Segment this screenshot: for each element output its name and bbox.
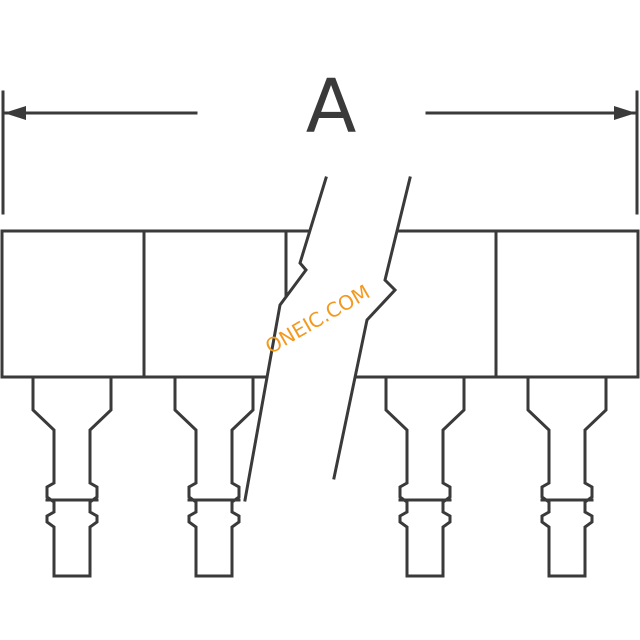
pin-4: [526, 376, 608, 578]
pin-3: [384, 376, 466, 578]
dimension-label: A: [306, 64, 357, 150]
break-gap: [245, 178, 410, 500]
dimension-a: A: [1, 64, 639, 215]
pins: [31, 376, 608, 578]
arrowhead-right: [614, 106, 636, 120]
break-line-right: [332, 176, 412, 480]
pin-2: [173, 376, 255, 578]
break-line-left: [243, 176, 328, 502]
pin-1: [31, 376, 113, 578]
break-symbol: [243, 176, 412, 502]
arrowhead-left: [4, 106, 26, 120]
